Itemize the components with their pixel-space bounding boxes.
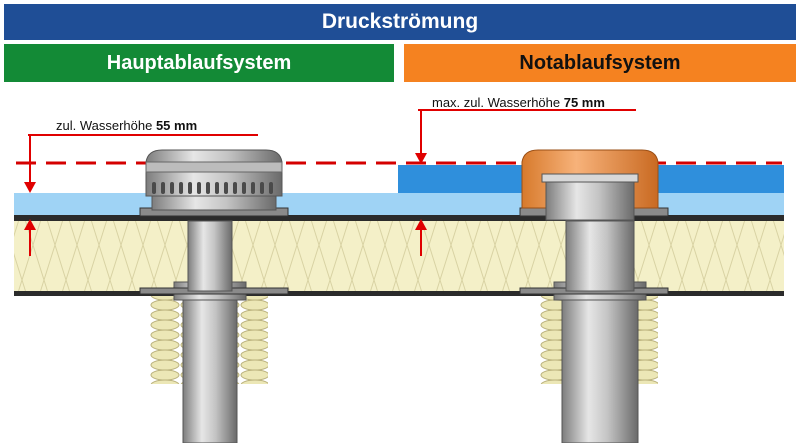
main-drain-banner: Hauptablaufsystem [4, 44, 394, 82]
upper-pipe-left [187, 220, 233, 292]
gravel-guard-band-left [145, 161, 283, 173]
standpipe-collar-right [541, 173, 639, 183]
max-allowed-water-height-label: max. zul. Wasserhöhe 75 mm [432, 95, 605, 110]
left-down-arrow-icon [24, 182, 36, 193]
roof-membrane [14, 215, 784, 221]
insulation-texture [14, 221, 784, 291]
left-up-arrow-icon [24, 219, 36, 230]
main-drain [139, 149, 289, 443]
drain-body-left [151, 195, 277, 211]
right-down-arrow-icon [415, 153, 427, 164]
upper-pipe-right [565, 220, 635, 292]
right-up-arrow-icon [415, 219, 427, 230]
lower-pipe-left [182, 295, 238, 443]
title-banner: Druckströmung [4, 4, 796, 40]
standpipe-right [545, 177, 635, 221]
emergency-drain [519, 149, 669, 443]
roof-deck [14, 291, 784, 296]
emergency-drain-banner: Notablaufsystem [404, 44, 796, 82]
lower-pipe-right [561, 295, 639, 443]
allowed-water-height-label: zul. Wasserhöhe 55 mm [56, 118, 198, 133]
